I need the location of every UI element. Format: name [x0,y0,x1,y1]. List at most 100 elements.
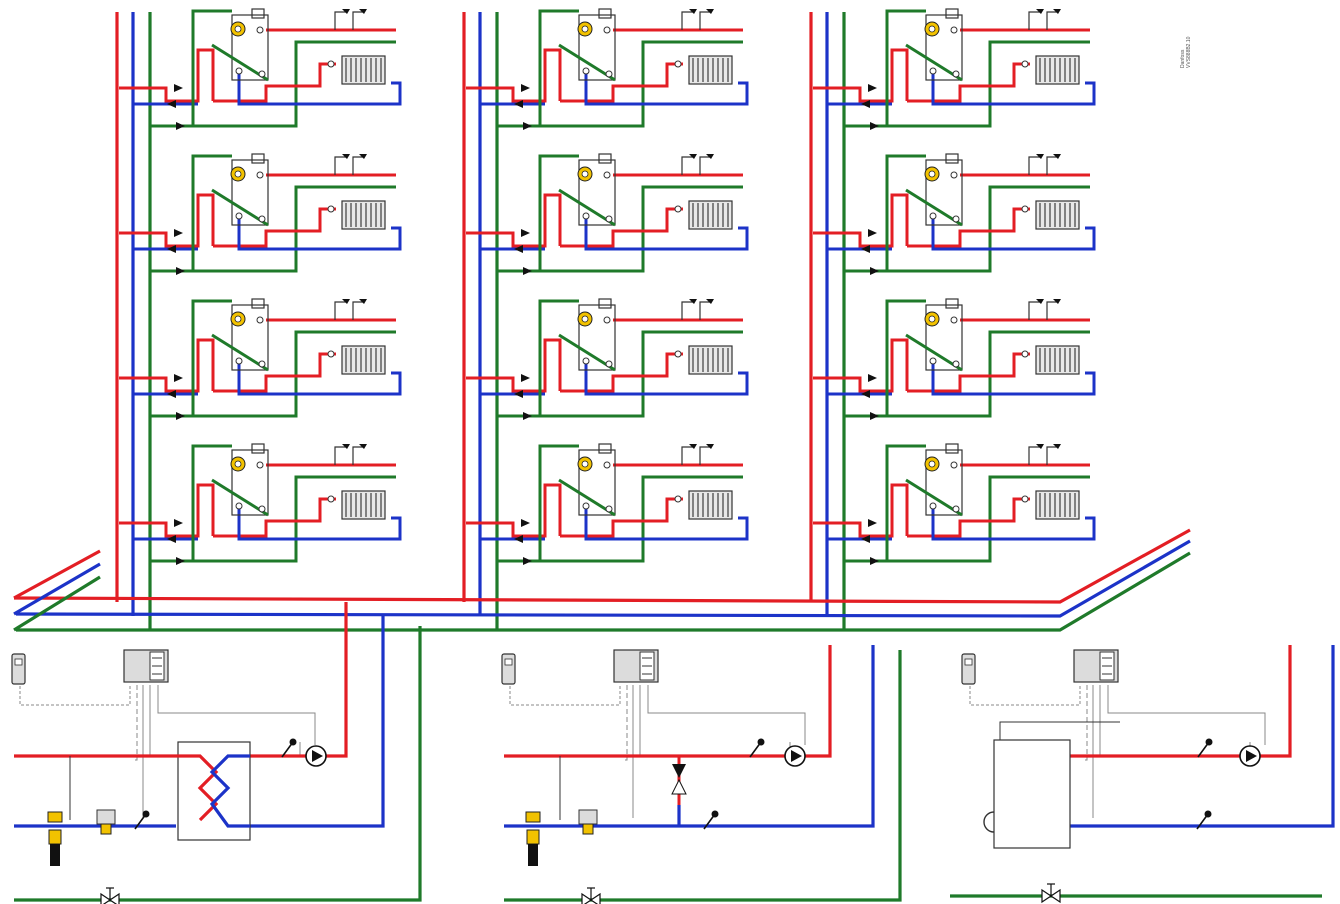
flow-arrow-icon [514,390,523,398]
radiator-body [688,55,733,85]
tap-icon [689,444,697,449]
valve-wing [581,892,593,904]
unit-supply-feed [466,338,562,393]
radiator-return [931,360,1096,396]
valve-center [234,315,242,323]
heat-interface-unit-icon [813,8,1096,130]
flow-arrow-icon [861,100,870,108]
unit-circulation-riser [191,299,232,416]
sensor-bulb [235,212,243,220]
primary-supply [504,645,832,758]
unit-controller [598,443,612,454]
radiator-icon [1035,55,1080,85]
sensor-bulb [603,171,611,179]
unit-controller [251,298,265,309]
radiator-supply [213,62,336,103]
riser-column [115,8,402,630]
valve-center [581,460,589,468]
tap-branch [334,446,347,465]
tap-icon [1036,154,1044,159]
flow-arrow-icon [868,519,877,527]
radiator-icon [341,490,386,520]
unit-supply-feed [813,48,909,103]
unit-supply-feed [813,338,909,393]
unit-circulation-feed [845,330,1090,418]
circulation-line [504,650,902,902]
heat-exchanger-frame [177,741,251,841]
floor-unit [466,443,749,565]
tap-icon [342,9,350,14]
radiator-icon [341,345,386,375]
unit-housing [231,14,269,81]
tap-icon [359,299,367,304]
radiator-body [341,345,386,375]
unit-housing [231,449,269,516]
heat-interface-unit-icon [466,8,749,130]
supply-line [1070,645,1292,758]
sensor-bulb [950,171,958,179]
controller-icon [1073,649,1119,683]
valve-center [581,25,589,33]
unit-controller [251,443,265,454]
radiator-body [688,200,733,230]
sensor-bulb [256,171,264,179]
sensor-bulb [929,357,937,365]
unit-circulation-riser [538,444,579,561]
flow-arrow-icon [174,374,183,382]
actuator-box [578,809,598,825]
sensor-bulb [582,67,590,75]
main-supply [13,528,1191,604]
tap-branch [352,301,364,320]
unit-controller [945,298,959,309]
tap-icon [342,299,350,304]
flow-arrow-icon [868,84,877,92]
radiator-icon [341,55,386,85]
flow-arrow-icon [861,535,870,543]
radiator-valve-icon [674,495,682,503]
radiator-icon [688,200,733,230]
boiler-icon [983,739,1071,849]
sensor-bulb [950,316,958,324]
unit-supply-feed [119,483,215,538]
regulator-actuator [528,844,538,866]
radiator-supply [560,352,683,393]
unit-circulation-riser [191,444,232,561]
heat-interface-unit-icon [813,153,1096,275]
sensor-bulb [605,360,613,368]
temperature-sensor-icon [961,653,976,685]
flow-arrow-icon [174,229,183,237]
flow-arrow-icon [176,122,185,130]
tap-icon [689,299,697,304]
risers-layer [115,8,1096,630]
controller-icon [613,649,659,683]
outdoor-sensor-window [964,658,973,666]
tap-branch [334,301,347,320]
temperature-sensor-icon [703,810,719,830]
unit-controller [598,153,612,164]
sensor-bulb [582,502,590,510]
sensor-bulb [235,502,243,510]
tap-icon [706,9,714,14]
sensor-bulb [929,67,937,75]
heat-interface-unit-icon [466,153,749,275]
flow-regulator-icon [47,811,63,866]
regulator-body [526,829,540,845]
signal-wire [639,685,791,756]
tap-icon [689,154,697,159]
tap-icon [1036,299,1044,304]
floor-unit [813,298,1096,420]
signal-wire [1083,685,1088,761]
unit-circulation-riser [538,299,579,416]
unit-housing [578,304,616,371]
pump-icon [784,745,806,767]
tap-branch [699,446,711,465]
temperature-sensor-icon [11,653,26,685]
tap-icon [1053,154,1061,159]
radiator-icon [688,490,733,520]
tap-branch [681,156,694,175]
motorized-valve-icon [96,809,116,835]
regulator-body [48,829,62,845]
regulator-actuator [50,844,60,866]
outdoor-sensor-body [961,653,976,685]
sensor-bulb [952,360,960,368]
